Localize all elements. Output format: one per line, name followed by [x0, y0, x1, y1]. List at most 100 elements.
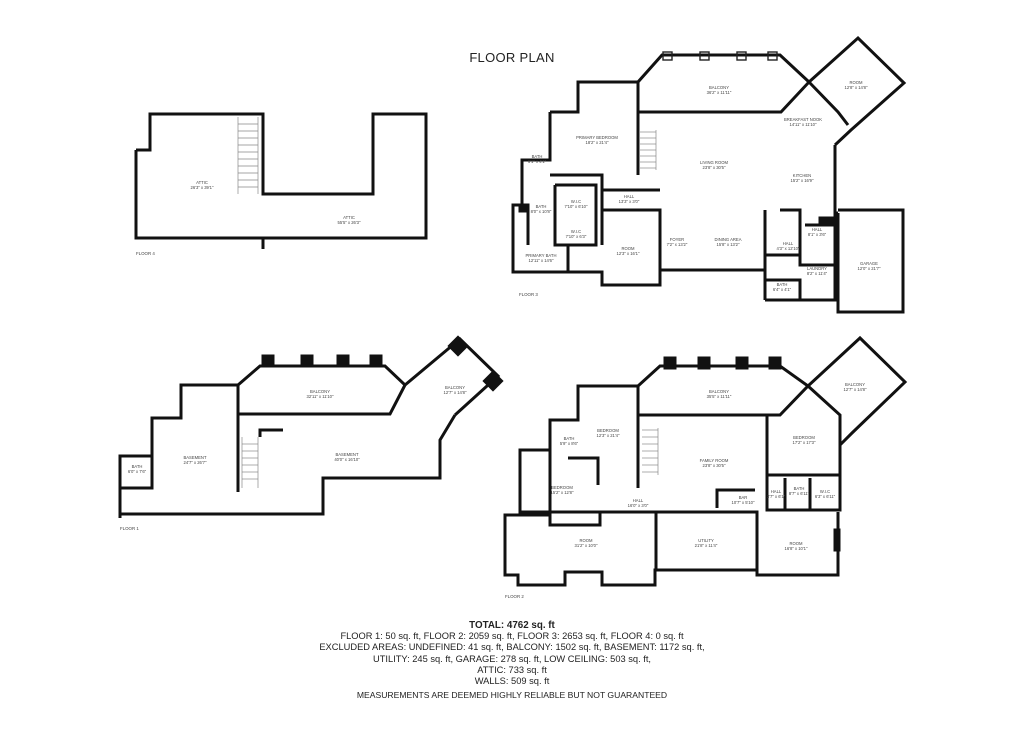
room-name: BALCONY [709, 85, 729, 90]
room-dims: 12'7" x 14'8" [444, 390, 467, 395]
floor2-labels: BALCONY 35'5" x 11'11" BALCONY 12'7" x 1… [505, 382, 867, 599]
room-dims: 35'5" x 11'11" [707, 394, 732, 399]
room-name: LIVING ROOM [700, 160, 728, 165]
room-dims: 13'3" x 3'0" [619, 199, 640, 204]
room-dims: 31'2" x 10'0" [575, 543, 598, 548]
room-name: ATTIC [343, 215, 355, 220]
room-dims: 16'8" x 10'1" [785, 546, 808, 551]
floor-label: FLOOR 4 [136, 251, 155, 256]
floor3-walls [511, 35, 907, 314]
room-name: UTILITY [698, 538, 714, 543]
room-dims: 7'10" x 6'3" [566, 234, 587, 239]
room-name: BEDROOM [793, 435, 815, 440]
room-name: PRIMARY BEDROOM [576, 135, 618, 140]
area-summary: TOTAL: 4762 sq. ft FLOOR 1: 50 sq. ft, F… [0, 620, 1024, 687]
room-name: BATH [536, 204, 547, 209]
room-dims: 26'3" x 39'1" [191, 185, 214, 190]
room-name: W.I.C [571, 229, 581, 234]
room-dims: 18'2" x 21'4" [586, 140, 609, 145]
room-name: W.I.C [571, 199, 581, 204]
room-name: BASEMENT [183, 455, 206, 460]
floor4-walls [134, 112, 428, 249]
room-name: ROOM [621, 246, 635, 251]
room-name: BALCONY [709, 389, 729, 394]
room-dims: 6'0" x 7'6" [128, 469, 147, 474]
room-dims: 4'3" x 12'10" [777, 246, 800, 251]
room-dims: 14'11" x 11'10" [789, 122, 817, 127]
room-name: BATH [777, 282, 788, 287]
disclaimer: MEASUREMENTS ARE DEEMED HIGHLY RELIABLE … [356, 690, 668, 700]
floor4-labels: ATTIC 26'3" x 39'1" ATTIC 55'5" x 26'3" … [136, 180, 361, 256]
room-dims: 12'7" x 14'8" [844, 387, 867, 392]
room-name: BALCONY [445, 385, 465, 390]
room-dims: 15'8" x 13'2" [717, 242, 740, 247]
room-name: BASEMENT [335, 452, 358, 457]
floor-label: FLOOR 2 [505, 594, 524, 599]
room-dims: 7'10" x 6'10" [565, 204, 588, 209]
room-name: BALCONY [310, 389, 330, 394]
room-dims: 40'0" x 16'10" [334, 457, 360, 462]
room-dims: 3'7" x 6'1" [767, 494, 786, 499]
floor-label: FLOOR 1 [120, 526, 139, 531]
room-dims: 23'8" x 30'5" [703, 463, 726, 468]
room-dims: 23'8" x 30'5" [703, 165, 726, 170]
room-name: BEDROOM [551, 485, 573, 490]
floor3-labels: BALCONY 36'2" x 11'11" ROOM 12'8" x 14'8… [519, 80, 881, 297]
room-dims: 7'2" x 13'2" [667, 242, 688, 247]
walls-area: WALLS: 509 sq. ft [474, 676, 550, 687]
room-name: GARAGE [860, 261, 878, 266]
floor1-walls [118, 335, 504, 518]
total-area: TOTAL: 4762 sq. ft [469, 620, 555, 631]
room-dims: 36'2" x 11'11" [707, 90, 732, 95]
room-name: BATH [532, 154, 543, 159]
room-name: BATH [564, 436, 575, 441]
room-dims: 5'9" x 8'6" [560, 441, 579, 446]
room-dims: 55'5" x 26'3" [338, 220, 361, 225]
room-name: PRIMARY BATH [526, 253, 557, 258]
room-name: HALL [812, 227, 823, 232]
room-name: HALL [783, 241, 794, 246]
plan-title: FLOOR PLAN [469, 50, 555, 65]
room-name: FOYER [670, 237, 684, 242]
room-dims: 16'0" x 3'0" [628, 503, 649, 508]
room-dims: 12'8" x 14'8" [845, 85, 868, 90]
room-dims: 15'2" x 16'9" [791, 178, 814, 183]
room-name: ROOM [579, 538, 593, 543]
room-name: HALL [633, 498, 644, 503]
room-name: FAMILY ROOM [700, 458, 729, 463]
floor-areas: FLOOR 1: 50 sq. ft, FLOOR 2: 2059 sq. ft… [340, 631, 684, 642]
room-dims: 8'0" x 10'8" [531, 209, 552, 214]
room-name: BATH [794, 486, 805, 491]
room-name: DINING AREA [715, 237, 742, 242]
room-name: W.I.C [820, 489, 830, 494]
room-name: ATTIC [196, 180, 208, 185]
room-name: BALCONY [845, 382, 865, 387]
room-name: HALL [771, 489, 782, 494]
room-dims: 8'2" x 11'4" [807, 271, 828, 276]
room-dims: 32'11" x 11'10" [306, 394, 334, 399]
room-dims: 8'7" x 6'11" [789, 491, 810, 496]
room-name: ROOM [849, 80, 863, 85]
room-dims: 6'4" x 4'1" [773, 287, 792, 292]
room-dims: 24'7" x 26'7" [184, 460, 207, 465]
room-name: HALL [624, 194, 635, 199]
room-dims: 21'8" x 11'4" [695, 543, 718, 548]
room-name: BREAKFAST NOOK [784, 117, 822, 122]
plan-title-wrap: FLOOR PLAN [0, 49, 1024, 67]
room-dims: 12'3" x 21'4" [597, 433, 620, 438]
room-dims: 17'2" x 17'3" [793, 440, 816, 445]
floor-label: FLOOR 3 [519, 292, 538, 297]
room-dims: 8'1" x 3'6" [808, 232, 827, 237]
room-dims: 12'3" x 16'1" [617, 251, 640, 256]
excluded-areas: EXCLUDED AREAS: UNDEFINED: 41 sq. ft, BA… [319, 642, 705, 653]
excluded-areas-cont: UTILITY: 245 sq. ft, GARAGE: 278 sq. ft,… [373, 653, 651, 664]
attic-area: ATTIC: 733 sq. ft [477, 664, 547, 675]
room-name: BAR [739, 495, 748, 500]
floor1-labels: BALCONY 32'11" x 11'10" BALCONY 12'7" x … [120, 385, 467, 531]
room-name: ROOM [789, 541, 803, 546]
room-name: KITCHEN [793, 173, 811, 178]
room-name: LAUNDRY [807, 266, 827, 271]
room-dims: 10'7" x 5'10" [732, 500, 755, 505]
room-dims: 12'11" x 14'6" [529, 258, 554, 263]
